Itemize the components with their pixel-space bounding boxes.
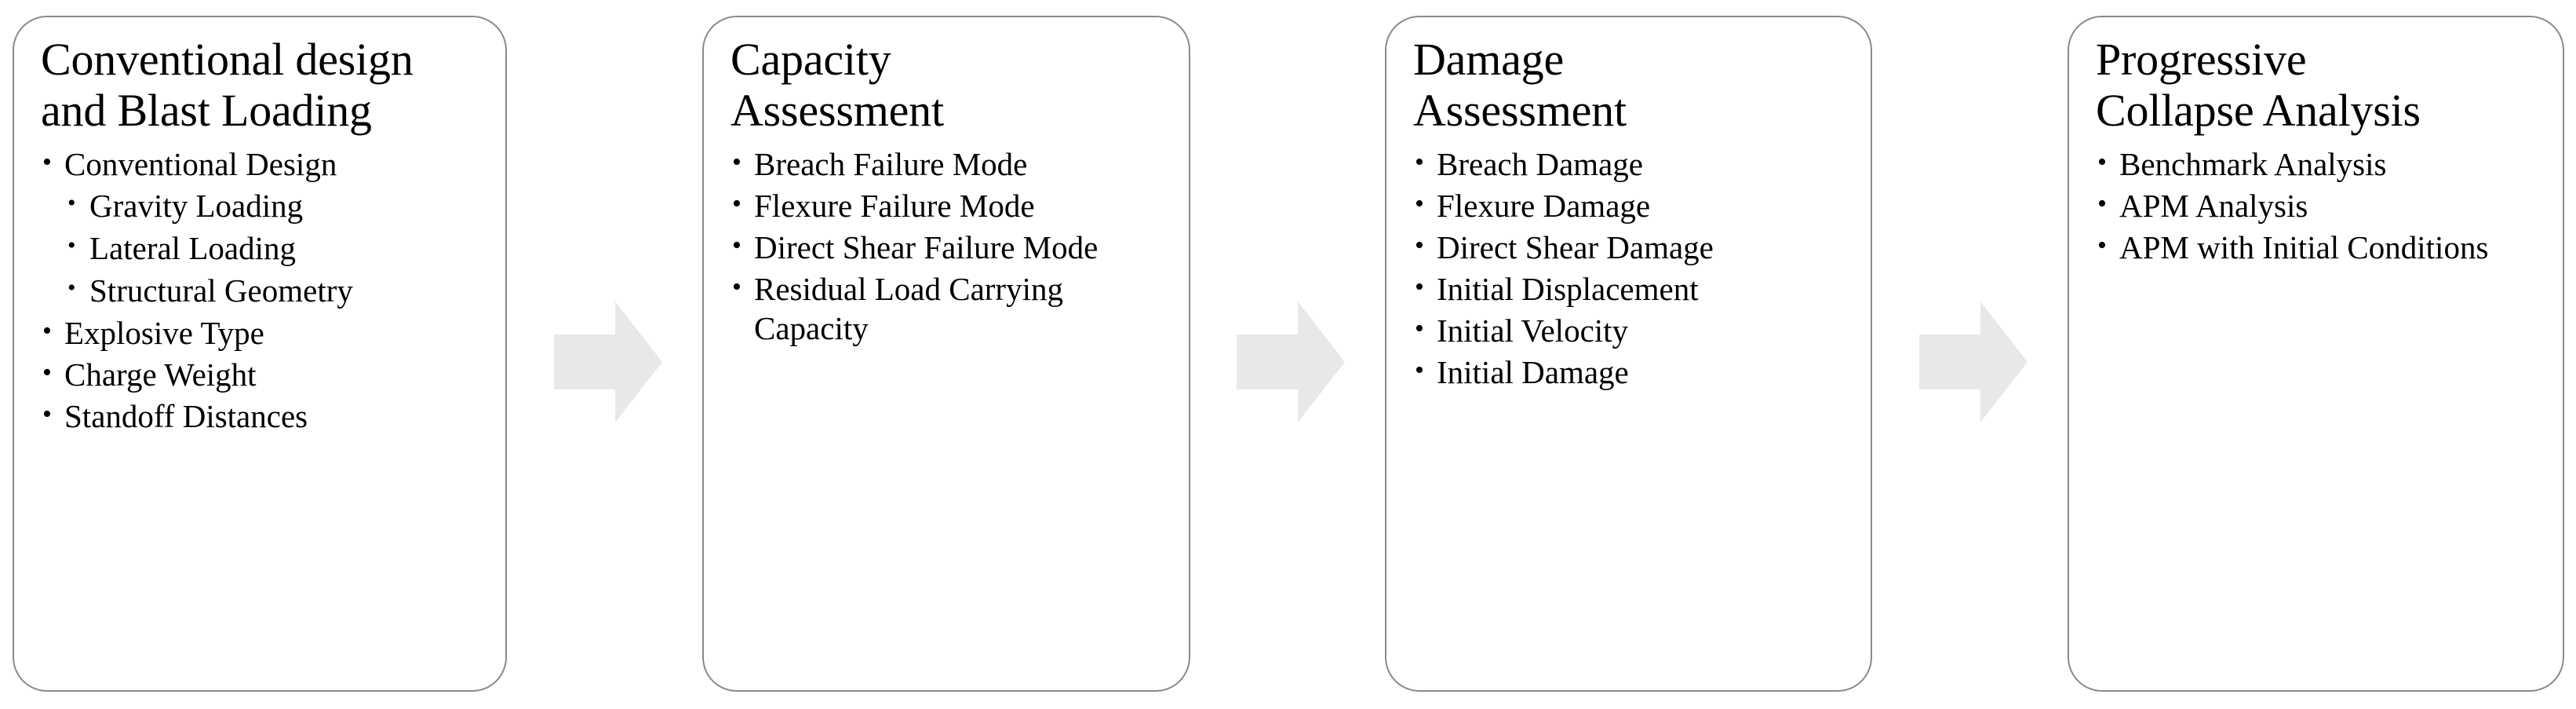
list-item: Breach Failure Mode [731, 144, 1165, 184]
list-item: Direct Shear Failure Mode [731, 227, 1165, 267]
right-arrow-icon [554, 302, 662, 422]
right-arrow-icon [1919, 302, 2028, 422]
list-item: APM Analysis [2096, 185, 2539, 225]
list-item: Gravity Loading [41, 186, 482, 225]
list-item: Flexure Damage [1413, 185, 1847, 225]
list-item: Standoff Distances [41, 396, 482, 436]
stage-title: Progressive Collapse Analysis [2096, 34, 2421, 136]
stage-bullet-list: Breach Failure Mode Flexure Failure Mode… [731, 144, 1165, 348]
stage-title: Damage Assessment [1413, 34, 1627, 136]
list-item: Conventional Design [41, 144, 482, 184]
list-item: Breach Damage [1413, 144, 1847, 184]
list-item: Direct Shear Damage [1413, 227, 1847, 267]
list-item: Explosive Type [41, 312, 482, 353]
stage-box-damage-assessment[interactable]: Damage Assessment Breach Damage Flexure … [1385, 16, 1872, 692]
stage-bullet-list: Conventional Design Gravity Loading Late… [41, 144, 482, 436]
list-item: Benchmark Analysis [2096, 144, 2539, 184]
list-item: Residual Load Carrying Capacity [731, 269, 1165, 348]
list-item: Initial Velocity [1413, 310, 1847, 350]
list-item: Initial Displacement [1413, 269, 1847, 309]
list-item: Flexure Failure Mode [731, 185, 1165, 225]
stage-title: Conventional design and Blast Loading [41, 34, 414, 136]
list-item: Structural Geometry [41, 271, 482, 310]
list-item: Lateral Loading [41, 228, 482, 268]
stage-box-capacity-assessment[interactable]: Capacity Assessment Breach Failure Mode … [702, 16, 1190, 692]
stage-title: Capacity Assessment [731, 34, 944, 136]
stage-bullet-list: Benchmark Analysis APM Analysis APM with… [2096, 144, 2539, 267]
right-arrow-icon [1237, 302, 1345, 422]
stage-box-progressive-collapse-analysis[interactable]: Progressive Collapse Analysis Benchmark … [2068, 16, 2564, 692]
list-item: APM with Initial Conditions [2096, 227, 2539, 267]
list-item: Initial Damage [1413, 352, 1847, 392]
stage-bullet-list: Breach Damage Flexure Damage Direct Shea… [1413, 144, 1847, 392]
list-item: Charge Weight [41, 354, 482, 394]
stage-box-conventional-design-and-blast-loading[interactable]: Conventional design and Blast Loading Co… [13, 16, 507, 692]
